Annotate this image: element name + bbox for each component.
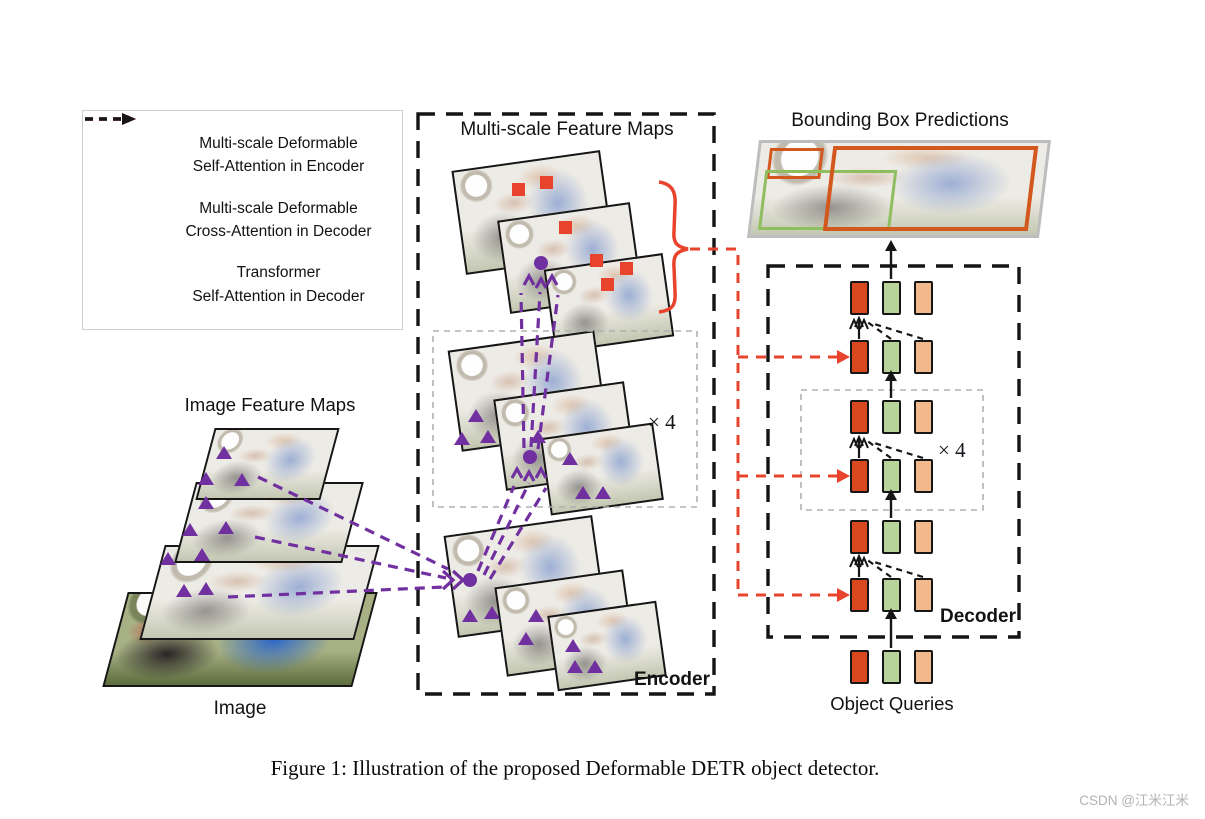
- sampling-point-triangle: [198, 582, 214, 595]
- legend-label: Transformer: [236, 264, 321, 282]
- decoder-dashed-box: [766, 264, 1021, 639]
- sampling-point-triangle: [587, 660, 603, 673]
- red-cross-attention-lines: [690, 247, 838, 597]
- legend-label: Self-Attention in Encoder: [192, 158, 365, 176]
- query-cell-red: [850, 459, 869, 493]
- sampling-point-triangle: [528, 609, 544, 622]
- encoder-label: Encoder: [633, 669, 710, 690]
- query-point-dot: [463, 573, 477, 587]
- sampling-point-triangle: [575, 486, 591, 499]
- query-cell-red: [850, 281, 869, 315]
- sampling-point-triangle: [462, 609, 478, 622]
- sampling-point-triangle: [160, 552, 176, 565]
- query-cell-red: [850, 520, 869, 554]
- sampling-point-triangle: [565, 639, 581, 652]
- bounding-box-predictions-title: Bounding Box Predictions: [791, 110, 1009, 131]
- query-cell-peach: [914, 520, 933, 554]
- query-cell-red: [850, 340, 869, 374]
- red-brace: [658, 180, 689, 314]
- query-cell-red: [850, 578, 869, 612]
- query-cell-peach: [914, 459, 933, 493]
- encoder-dashed-box: [416, 112, 716, 696]
- reference-point-square: [620, 262, 633, 275]
- object-queries-label: Object Queries: [830, 693, 954, 714]
- legend-label: Cross-Attention in Decoder: [185, 222, 372, 240]
- sampling-point-triangle: [480, 430, 496, 443]
- sampling-point-triangle: [530, 430, 546, 443]
- legend-label: Multi-scale Deformable: [199, 199, 358, 217]
- reference-point-square: [590, 254, 603, 267]
- reference-point-square: [540, 176, 553, 189]
- sampling-point-triangle: [567, 660, 583, 673]
- purple-arrowheads: [441, 272, 559, 591]
- sampling-point-triangle: [198, 496, 214, 509]
- legend-label: Self-Attention in Decoder: [192, 287, 365, 305]
- sampling-point-triangle: [484, 606, 500, 619]
- sampling-point-triangle: [234, 473, 250, 486]
- object-query-red: [850, 650, 869, 684]
- sampling-point-triangle: [218, 521, 234, 534]
- watermark: CSDN @江米江米: [1079, 793, 1189, 808]
- query-cell-green: [882, 520, 901, 554]
- encoder-repeat-label: × 4: [648, 410, 676, 434]
- reference-point-square: [559, 221, 572, 234]
- reference-point-square: [512, 183, 525, 196]
- encoder-title: Multi-scale Feature Maps: [460, 119, 674, 140]
- reference-point-square: [601, 278, 614, 291]
- figure-caption: Figure 1: Illustration of the proposed D…: [270, 756, 880, 780]
- decoder-label: Decoder: [939, 606, 1016, 627]
- red-arrowheads: [837, 350, 850, 602]
- purple-deformable-attention-lines: [227, 291, 560, 599]
- query-cell-green: [882, 281, 901, 315]
- query-cell-peach: [914, 400, 933, 434]
- image-feature-maps-title: Image Feature Maps: [184, 394, 356, 415]
- decoder-repeat-label: × 4: [938, 438, 966, 462]
- sampling-point-triangle: [198, 472, 214, 485]
- object-query-peach: [914, 650, 933, 684]
- query-point-dot: [523, 450, 537, 464]
- query-cell-peach: [914, 578, 933, 612]
- query-cell-peach: [914, 340, 933, 374]
- sampling-point-triangle: [182, 523, 198, 536]
- sampling-point-triangle: [468, 409, 484, 422]
- image-label: Image: [213, 698, 267, 719]
- sampling-point-triangle: [595, 486, 611, 499]
- query-cell-green: [882, 400, 901, 434]
- query-cell-red: [850, 400, 869, 434]
- sampling-point-triangle: [176, 584, 192, 597]
- sampling-point-triangle: [194, 548, 210, 561]
- legend-label: Multi-scale Deformable: [199, 135, 358, 153]
- object-query-green: [882, 650, 901, 684]
- decoder-flow-arrowheads: [885, 240, 897, 619]
- decoder-self-attention-arrows: [849, 315, 924, 579]
- sampling-point-triangle: [518, 632, 534, 645]
- sampling-point-triangle: [216, 446, 232, 459]
- encoder-repeat-box: [432, 330, 698, 508]
- sampling-point-triangle: [562, 452, 578, 465]
- sampling-point-triangle: [454, 432, 470, 445]
- query-cell-peach: [914, 281, 933, 315]
- query-point-dot: [534, 256, 548, 270]
